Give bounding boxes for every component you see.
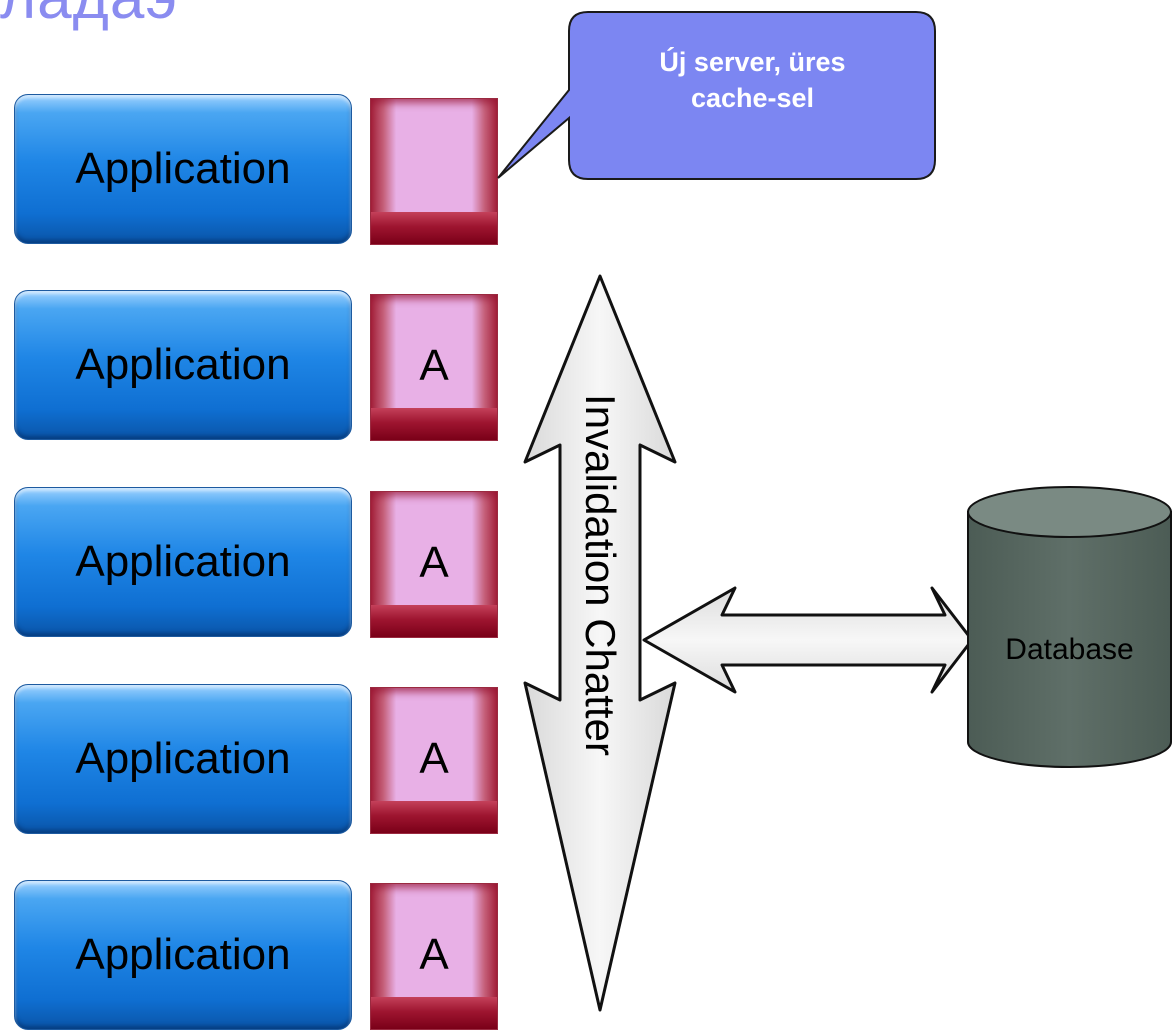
cache-box-3: A: [370, 491, 498, 638]
cache-label: A: [419, 341, 449, 390]
callout-text: Új server, üres cache-sel: [575, 44, 930, 116]
title-fragment: ладаэ: [0, 0, 178, 33]
database-cylinder: [967, 486, 1172, 768]
callout-line-1: Új server, üres: [659, 47, 846, 77]
callout-bubble: [497, 11, 936, 180]
application-box-3: Application: [14, 487, 352, 637]
application-box-1: Application: [14, 94, 352, 244]
cache-box-2: A: [370, 294, 498, 441]
chatter-arrow: [523, 274, 677, 1012]
cache-label: A: [419, 734, 449, 783]
chatter-label: Invalidation Chatter: [577, 394, 624, 756]
cache-box-1: [370, 98, 498, 245]
application-label: Application: [75, 340, 291, 389]
database-label: Database: [1005, 633, 1134, 666]
application-label: Application: [75, 930, 291, 979]
database-arrow: [642, 586, 974, 694]
cache-box-4: A: [370, 687, 498, 834]
application-label: Application: [75, 537, 291, 586]
application-label: Application: [75, 144, 291, 193]
callout-line-2: cache-sel: [690, 83, 815, 113]
application-label: Application: [75, 734, 291, 783]
cache-label: A: [419, 538, 449, 587]
cache-label: A: [419, 930, 449, 979]
application-box-2: Application: [14, 290, 352, 440]
application-box-4: Application: [14, 684, 352, 834]
